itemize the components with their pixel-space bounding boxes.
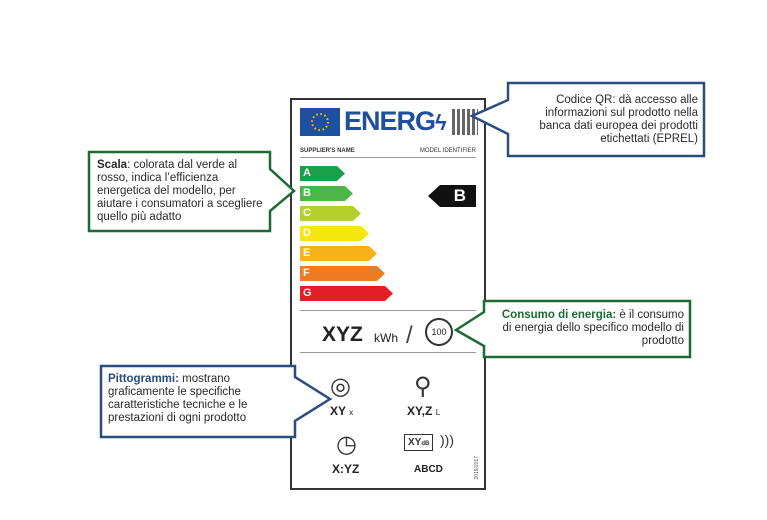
noise-class: ABCD bbox=[414, 464, 443, 475]
divider bbox=[300, 352, 476, 353]
sound-waves-icon: ))) bbox=[440, 432, 454, 448]
energy-class-bar-d: D bbox=[300, 226, 369, 241]
energy-logo: ENERGϟ bbox=[344, 106, 447, 136]
capacity-value: XY x bbox=[330, 404, 354, 418]
speaker-icon: XYdB bbox=[404, 434, 434, 451]
energy-class-bar-a: A bbox=[300, 166, 345, 181]
energy-class-bar-e: E bbox=[300, 246, 377, 261]
energy-class-bar-b: B bbox=[300, 186, 353, 201]
qr-code-icon bbox=[452, 109, 478, 135]
eu-flag-icon bbox=[300, 108, 340, 136]
dishes-icon: ◎ bbox=[330, 373, 351, 400]
current-class-arrow: B bbox=[428, 185, 476, 207]
duration-value: X:YZ bbox=[332, 462, 360, 476]
energy-label: ENERGϟ SUPPLIER'S NAME MODEL IDENTIFIER … bbox=[290, 98, 486, 490]
model-identifier: MODEL IDENTIFIER bbox=[419, 148, 476, 154]
callout-energy-text: Consumo di energia: è il consumo di ener… bbox=[501, 309, 684, 347]
divider bbox=[300, 157, 476, 158]
clock-icon: ◷ bbox=[336, 431, 357, 458]
callout-qr-text: Codice QR: dà accesso alle informazioni … bbox=[539, 94, 698, 145]
divider bbox=[300, 310, 476, 311]
supplier-name: SUPPLIER'S NAME bbox=[300, 148, 355, 154]
callout-pictograms-text: Pittogrammi: mostrano graficamente le sp… bbox=[108, 373, 248, 424]
water-value: XY,Z L bbox=[407, 404, 441, 418]
callout-scale-text: Scala: colorata dal verde al rosso, indi… bbox=[97, 159, 263, 223]
regulation-code: 2019/2017 bbox=[474, 456, 480, 480]
slash: / bbox=[406, 322, 413, 349]
cycles-icon: 100 bbox=[425, 318, 453, 346]
energy-class-bar-f: F bbox=[300, 266, 385, 281]
energy-class-bar-g: G bbox=[300, 286, 393, 301]
energy-value: XYZ bbox=[322, 323, 363, 346]
water-tap-icon: ⚲ bbox=[414, 373, 432, 400]
energy-unit: kWh bbox=[374, 331, 398, 345]
energy-class-bar-c: C bbox=[300, 206, 361, 221]
